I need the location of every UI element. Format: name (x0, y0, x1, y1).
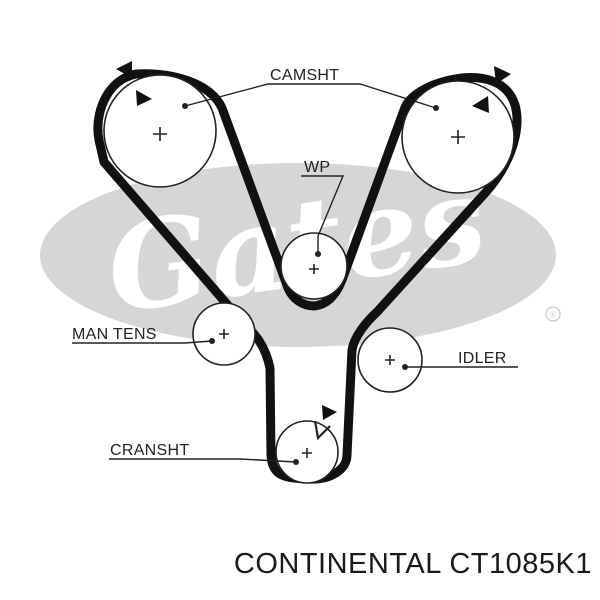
product-caption: CONTINENTAL CT1085K1 (233, 548, 592, 580)
idler-pulley (357, 327, 423, 393)
registered-mark: ® (550, 310, 557, 320)
timing-mark-arrow-icon (494, 66, 511, 84)
manual-tensioner-pulley (192, 302, 256, 366)
leader-lines (72, 83, 518, 463)
camshaft-pulley-left (103, 74, 217, 188)
timing-mark-arrow-icon (472, 96, 489, 113)
timing-mark-arrow-icon (136, 90, 152, 106)
crankshaft-pulley (275, 420, 339, 484)
water-pump-label: WP (304, 159, 330, 176)
crankshaft-label: CRANSHT (110, 442, 189, 459)
timing-mark-arrow-icon (322, 405, 337, 420)
camshaft-label: CAMSHT (270, 67, 339, 84)
manual-tensioner-label: MAN TENS (72, 326, 157, 343)
idler-label: IDLER (458, 350, 507, 367)
timing-mark-arrow-icon (116, 61, 132, 78)
camshaft-pulley-right (401, 80, 515, 194)
water-pump-pulley (280, 232, 348, 300)
